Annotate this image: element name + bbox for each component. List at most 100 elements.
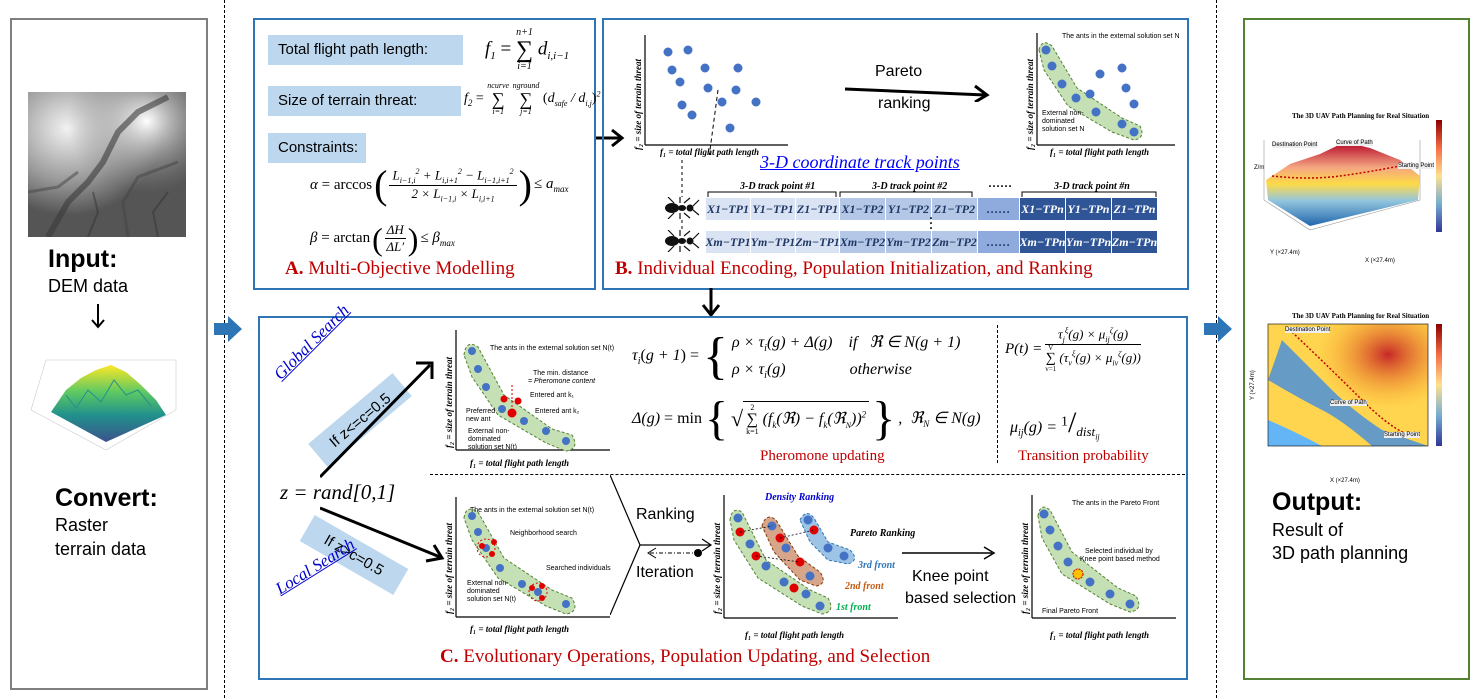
cell-zm-tp1: Zm−TP1 [795,231,840,253]
cell-z1-tpn: Z1−TPn [1112,198,1158,220]
cell-z1-tp2: Z1−TP2 [932,198,978,220]
label-terrain-threat: Size of terrain threat: [268,86,461,116]
global-extnd-1: External non- [468,428,510,435]
panel-b [602,18,1189,290]
ranking-merge-arrow-icon [610,474,713,616]
track-point-1-header: 3-D track point #1 [740,181,816,192]
panel-b-caption: B. Individual Encoding, Population Initi… [615,258,1093,280]
panel-c-caption-letter: C. [440,646,459,667]
flow-arrow-icon [214,316,242,342]
axis-x-label: f₁ = total flight path length [745,630,845,640]
equation-divider [997,325,998,463]
global-min-dist-1: The min. distance [533,370,589,377]
right-separator [1216,0,1217,698]
axis-y-label: f₂ = size of terrain threat [1025,58,1035,150]
front-ranking-plot [723,495,898,619]
local-ext-label: The ants in the external solution set N(… [470,507,595,514]
z-rand-equation: z = rand[0,1] [280,480,396,504]
cell-z1-tp1: Z1−TP1 [796,198,840,220]
front-1-label: 1st front [836,602,871,613]
output-line2: 3D path planning [1272,543,1409,563]
convert-line2: terrain data [55,539,147,559]
cell-x1-tpn: X1−TPn [1020,198,1066,220]
cell-dots-2: …… [978,231,1020,253]
knee-selected-2: Knee point based method [1080,556,1160,563]
panel-a [253,18,596,290]
cell-y1-tp2: Y1−TP2 [886,198,932,220]
arrow-a-to-b-icon [596,128,625,148]
axis-y-label: f₂ = size of terrain threat [712,522,722,614]
y-axis-label-3d: Y (×27.4m) [1270,250,1300,256]
pheromone-updating-label: Pheromone updating [760,448,885,464]
track-header-brackets [707,191,1157,197]
track-points-title: 3-D coordinate track points [760,152,960,172]
formula-f1: f1 = n+1 ∑ i=1 di,i−1 [485,27,570,72]
axis-y-label: f₂ = size of terrain threat [444,356,454,448]
axis-x-label: f₁ = total flight path length [660,147,760,157]
knee-label-2: based selection [905,590,1017,607]
cell-xm-tp2: Xm−TP2 [840,231,886,253]
destination-label: Destination Point [1272,142,1318,148]
axis-y-label: f₂ = size of terrain threat [633,58,643,150]
mu-equation: μij(g) = 1/distij [1010,406,1100,442]
delta-equation: Δ(g) = min { √ 2∑k=1 (fk(ℜ) − fk(ℜN))2 }… [632,392,981,445]
global-min-dist-2: = Pheromone content [528,378,596,385]
cell-xm-tp1: Xm−TP1 [705,231,751,253]
panel-a-caption-letter: A. [285,258,304,279]
cell-x1-tp1: X1−TP1 [706,198,751,220]
dem-image [28,92,186,237]
axis-x-label: f₁ = total flight path length [1050,630,1150,640]
convert-title: Convert: [55,484,158,512]
panel-c [258,316,1188,680]
global-extnd-2: dominated [468,436,501,443]
ext-nondom-label-3: solution set N [1042,126,1085,133]
cell-ym-tpn: Ym−TPn [1066,231,1112,253]
local-extnd-2: dominated [467,588,500,595]
cell-y1-tp1: Y1−TP1 [751,198,796,220]
panel-a-caption-text: Multi-Objective Modelling [303,258,515,279]
output-3d-plot-title: The 3D UAV Path Planning for Real Situat… [1292,112,1430,120]
z-axis-label: Z/m [1254,165,1265,171]
knee-final-label: Final Pareto Front [1042,608,1099,615]
cell-xm-tpn: Xm−TPn [1020,231,1066,253]
global-preferred-2: new ant [466,416,491,423]
cell-ym-tp1: Ym−TP1 [751,231,796,253]
knee-selected-1: Selected individual by [1085,548,1153,555]
global-preferred-1: Preferred [466,408,496,415]
ant-icon [665,230,700,252]
input-panel [10,18,208,690]
ext-nondom-label-1: External non- [1042,110,1084,117]
initial-population-scatter [644,35,788,155]
knee-selection-plot [1031,495,1176,619]
cell-x1-tp2: X1−TP2 [840,198,886,220]
formula-alpha: α = arccos ( Li−1,i2 + Li,i+12 − Li−1,i+… [310,162,569,207]
flow-arrow-icon [1204,316,1232,342]
track-point-n-header: 3-D track point #n [1054,181,1130,192]
track-point-2-header: 3-D track point #2 [872,181,948,192]
axis-x-label: f₁ = total flight path length [1050,147,1150,157]
left-separator [224,0,225,698]
knee-pareto-front-label: The ants in the Pareto Front [1072,500,1160,507]
panel-c-caption: C. Evolutionary Operations, Population U… [440,646,930,668]
ant-icon [665,197,700,219]
input-title: Input: [48,245,118,273]
output-2d-plot [1267,323,1442,447]
global-branch-arrow-icon [320,361,434,479]
curve-label-2d: Curve of Path [1330,400,1367,406]
pareto-arrow-icon [845,84,990,102]
ant-row-dashes [681,160,683,230]
output-2d-plot-title: The 3D UAV Path Planning for Real Situat… [1292,312,1430,320]
local-extnd-1: External non- [467,580,509,587]
arrow-b-to-c-icon [701,288,721,318]
global-entered-1: Entered ant k₁ [530,392,574,399]
local-extnd-3: solution set N(t) [467,596,517,603]
front-2-label: 2nd front [845,581,884,592]
local-branch-arrow-icon [320,506,445,563]
knee-label-1: Knee point [912,568,989,585]
x-axis-label-3d: X (×27.4m) [1365,258,1395,264]
axis-x-label: f₁ = total flight path length [470,624,570,634]
tau-update-equation: τi(g + 1) = { ρ × τi(g) + Δ(g) if ℜ ∈ N(… [632,328,961,386]
transition-prob-equation: P(t) = τjξ(g) × μijζ(g) V∑v=1 (τvξ(g) × … [1005,326,1141,373]
panel-b-caption-letter: B. [615,258,633,279]
panel-b-caption-text: Individual Encoding, Population Initiali… [632,258,1093,279]
